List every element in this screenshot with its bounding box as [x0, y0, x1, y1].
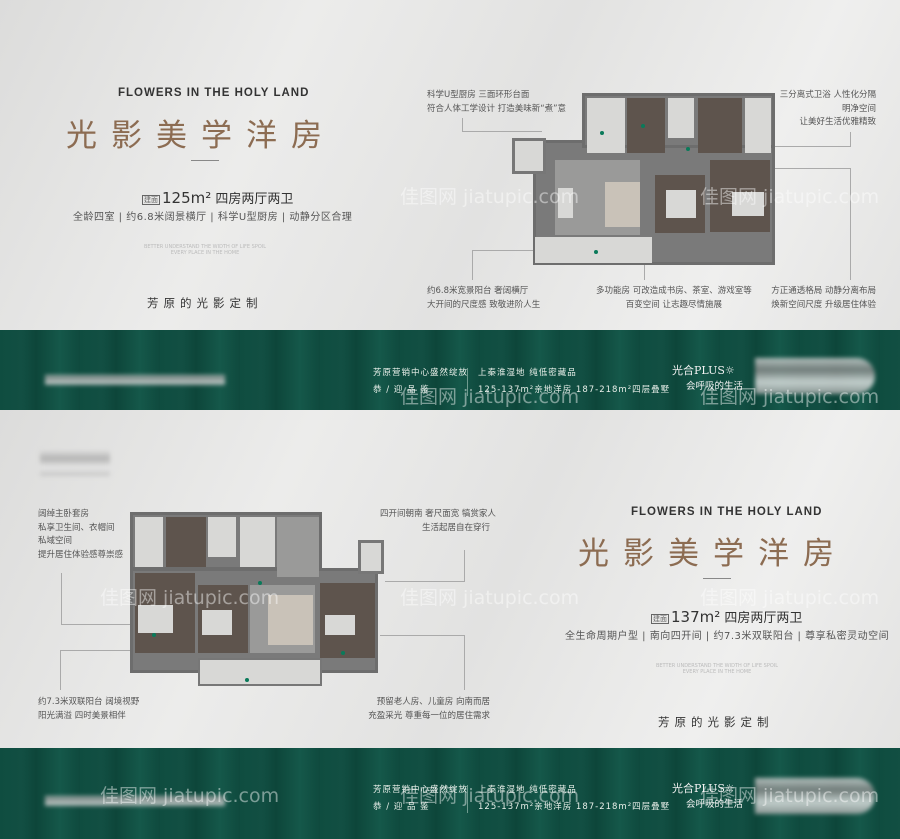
slogan: 芳原的光影定制 — [147, 296, 263, 310]
divider — [703, 578, 731, 579]
english-title: FLOWERS IN THE HOLY LAND — [631, 506, 823, 518]
info-band: 芳原营销中心盛然绽放恭 / 迎 品 鉴 上秦淮湿地 纯低密藏品 125-137m²… — [0, 330, 900, 410]
blurred-logo — [40, 450, 110, 476]
slogan: 芳原的光影定制 — [658, 715, 774, 729]
band-line2-right: 125-137m²亲地洋房 187-218m²四层叠墅 — [478, 385, 671, 395]
features: 全生命周期户型 | 南向四开间 | 约7.3米双联阳台 | 尊享私密灵动空间 — [565, 631, 890, 642]
band-line2-left: 恭 / 迎 品 鉴 — [373, 385, 430, 395]
annotation-balcony: 约7.3米双联阳台 阔境视野阳光满溢 四时美景相伴 — [38, 697, 140, 721]
annotation-south: 四开间朝南 奢尺面宽 犒赏家人生活起居自在穿行 — [380, 509, 496, 533]
english-title: FLOWERS IN THE HOLY LAND — [118, 87, 310, 99]
annotation-kitchen: 科学U型厨房 三面环形台面符合人体工学设计 打造美味新“煮”意 — [427, 90, 567, 114]
blurred-logo — [45, 796, 225, 806]
ghost-text: BETTER UNDERSTAND THE WIDTH OF LIFE SPOI… — [655, 663, 779, 675]
brand-logo: 光合PLUS☼会呼吸的生活 — [672, 782, 744, 810]
band-line1-left: 芳原营销中心盛然绽放 — [373, 368, 469, 378]
sun-icon: ☼ — [724, 364, 735, 377]
ghost-text: BETTER UNDERSTAND THE WIDTH OF LIFE SPOI… — [143, 244, 267, 256]
blurred-image — [755, 358, 875, 394]
band-line1-right: 上秦淮湿地 纯低密藏品 — [478, 368, 577, 378]
annotation-balcony: 约6.8米宽景阳台 奢阔横厅大开间的尺度感 致敬进阶人生 — [427, 286, 541, 310]
annotation-elder: 预留老人房、儿童房 向南而居充盈采光 尊重每一位的居住需求 — [368, 697, 490, 721]
annotation-bath: 三分离式卫浴 人性化分隔明净空间让美好生活优雅精致 — [779, 90, 876, 127]
blurred-logo — [45, 375, 225, 385]
sun-icon: ☼ — [724, 782, 735, 795]
annotation-layout: 方正通透格局 动静分离布局焕新空间尺度 升级居住体验 — [771, 286, 876, 310]
annotation-master: 阔绰主卧套房私享卫生间、衣帽间私域空间提升居住体验感尊崇感 — [38, 509, 124, 560]
brand-logo: 光合PLUS☼会呼吸的生活 — [672, 364, 744, 392]
blurred-image — [755, 778, 875, 814]
divider — [191, 160, 219, 161]
main-title: 光影美学洋房 — [66, 118, 336, 154]
features: 全龄四室 | 约6.8米阔景横厅 | 科学U型厨房 | 动静分区合理 — [73, 212, 353, 223]
main-title: 光影美学洋房 — [578, 536, 848, 572]
annotation-multiroom: 多功能房 可改造成书房、茶室、游戏室等百变空间 让志趣尽情施展 — [596, 286, 752, 310]
